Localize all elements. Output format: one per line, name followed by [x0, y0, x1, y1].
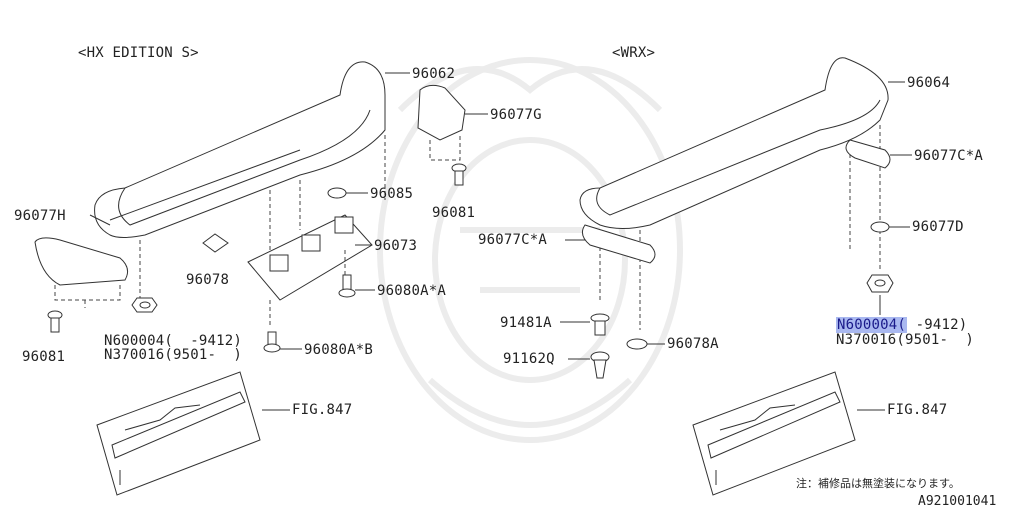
- part-label-N370016-right[interactable]: N370016(9501- ): [836, 332, 975, 348]
- fig-ref-847-left[interactable]: FIG.847: [292, 402, 353, 418]
- part-label-N370016-left[interactable]: N370016(9501- ): [104, 347, 243, 363]
- spoiler-96064: [579, 57, 889, 229]
- screw-96081-left: [47, 310, 63, 333]
- washer-96077D: [870, 221, 890, 233]
- pad-96078A: [626, 338, 648, 350]
- spoiler-96062: [94, 61, 386, 238]
- section-title-wrx: <WRX>: [612, 45, 656, 61]
- part-label-96073[interactable]: 96073: [374, 238, 418, 254]
- pad-96078: [202, 233, 229, 253]
- part-label-91481A[interactable]: 91481A: [500, 315, 552, 331]
- bolt-96080A-B: [263, 331, 281, 353]
- bolt-96080A-A: [338, 274, 356, 298]
- stay-96077C-A-mid: [581, 224, 656, 264]
- bolt-91481A: [590, 313, 610, 336]
- part-label-96077H[interactable]: 96077H: [14, 208, 66, 224]
- part-label-96064[interactable]: 96064: [907, 75, 951, 91]
- part-label-96077D[interactable]: 96077D: [912, 219, 964, 235]
- part-label-96077C-A-mid[interactable]: 96077C*A: [478, 232, 548, 248]
- nut-left: [131, 297, 158, 313]
- part-label-96078A[interactable]: 96078A: [667, 336, 719, 352]
- screw-96081-top: [451, 163, 467, 186]
- watermark-crest: [377, 57, 683, 443]
- part-label-96081-left[interactable]: 96081: [22, 349, 66, 365]
- clip-96085: [327, 187, 347, 199]
- part-label-96062[interactable]: 96062: [412, 66, 456, 82]
- part-label-96080A-A[interactable]: 96080A*A: [377, 283, 447, 299]
- pad-96077G: [417, 84, 466, 161]
- part-label-N600004-right-range: -9412): [907, 317, 968, 333]
- part-label-N600004-right[interactable]: N600004( -9412): [836, 317, 967, 333]
- section-title-hx-edition-s: <HX EDITION S>: [78, 45, 199, 61]
- stay-96077C-A-right: [845, 139, 891, 169]
- part-label-N600004-left[interactable]: N600004( -9412): [104, 333, 243, 349]
- repair-parts-note: 注：補修品は無塗装になります。: [796, 477, 960, 490]
- fig-ref-847-right[interactable]: FIG.847: [887, 402, 948, 418]
- part-label-96077G[interactable]: 96077G: [490, 107, 542, 123]
- part-label-96080A-B[interactable]: 96080A*B: [304, 342, 374, 358]
- part-label-91162Q[interactable]: 91162Q: [503, 351, 555, 367]
- end-cap-96077H: [34, 237, 129, 308]
- part-label-96085[interactable]: 96085: [370, 186, 414, 202]
- part-label-96078[interactable]: 96078: [186, 272, 230, 288]
- fig847-box-right: [692, 371, 856, 496]
- bracket-96073: [247, 214, 373, 325]
- highlighted-part-code[interactable]: N600004(: [836, 317, 908, 333]
- bolt-91162Q: [590, 351, 610, 379]
- leader-lines: [89, 72, 912, 411]
- fig847-box-left: [96, 371, 261, 496]
- nut-right: [866, 274, 894, 293]
- diagram-code: A921001041: [918, 494, 997, 509]
- part-label-96077C-A-right[interactable]: 96077C*A: [914, 148, 984, 164]
- part-label-96081-top[interactable]: 96081: [432, 205, 476, 221]
